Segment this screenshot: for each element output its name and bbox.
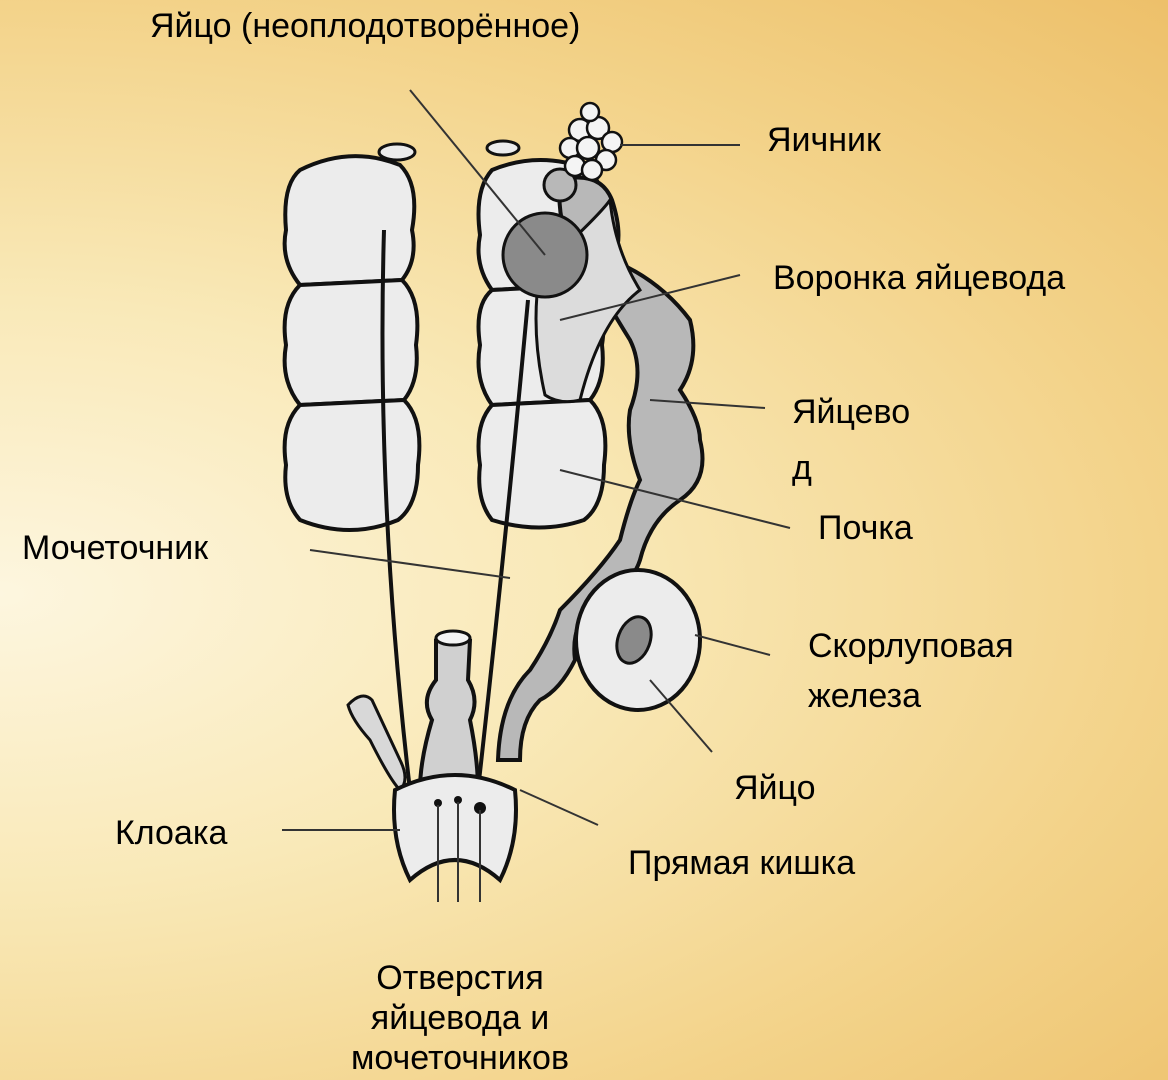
leader-rectum [520, 790, 598, 825]
label-ureter: Мочеточник [22, 528, 208, 568]
label-funnel: Воронка яйцевода [773, 258, 1065, 298]
label-shell-gland-line1: Скорлуповая [808, 626, 1014, 666]
label-oviduct-line2: д [792, 448, 812, 488]
leader-ureter [310, 550, 510, 578]
rectum [420, 634, 478, 790]
right-adrenal [487, 141, 519, 155]
label-egg: Яйцо [734, 768, 816, 808]
label-openings-line1: Отверстия [300, 958, 620, 998]
leader-shell-gland [695, 635, 770, 655]
label-oviduct-line1: Яйцево [792, 392, 910, 432]
label-egg-unfertilized: Яйцо (неоплодотворённое) [150, 6, 580, 46]
label-openings-line3: мочеточников [300, 1038, 620, 1078]
label-openings: Отверстия яйцевода и мочеточников [300, 958, 620, 1078]
label-kidney: Почка [818, 508, 913, 548]
label-openings-line2: яйцевода и [300, 998, 620, 1038]
cloaca [394, 775, 516, 880]
label-rectum: Прямая кишка [628, 843, 855, 883]
small-gland [348, 696, 405, 790]
ovary [560, 103, 622, 180]
label-ovary: Яичник [767, 120, 881, 160]
left-kidney [285, 156, 420, 530]
left-adrenal [379, 144, 415, 160]
label-shell-gland-line2: железа [808, 676, 921, 716]
label-cloaca: Клоака [115, 813, 227, 853]
rectum-opening [436, 631, 470, 645]
